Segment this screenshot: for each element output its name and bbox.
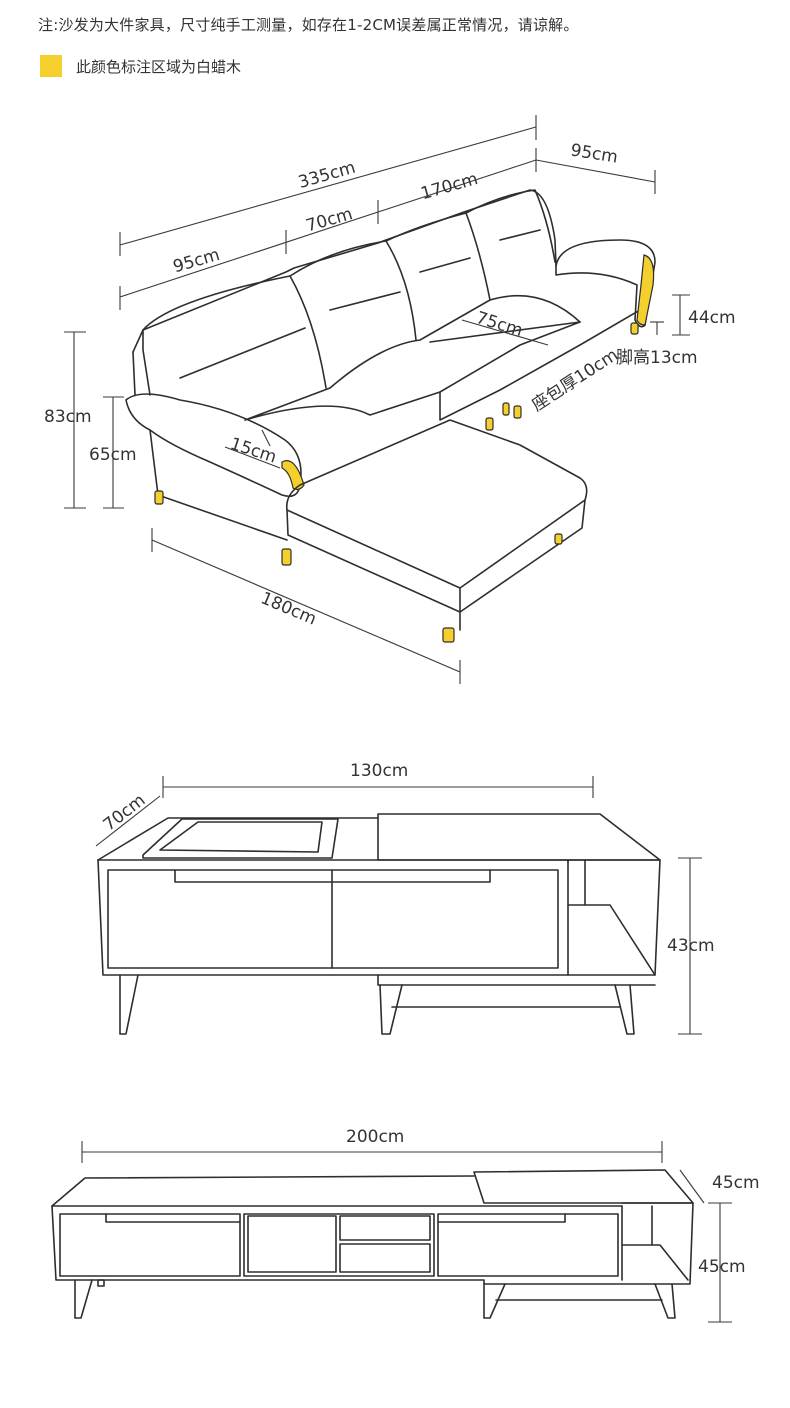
- label-stand-height: 45cm: [698, 1257, 746, 1277]
- label-table-height: 43cm: [667, 936, 715, 956]
- label-right-section: 170cm: [419, 169, 481, 204]
- label-left-width: 95cm: [171, 245, 222, 277]
- label-table-depth: 70cm: [100, 790, 150, 835]
- coffee-table-drawing: 130cm 70cm 43cm: [95, 761, 715, 1035]
- wood-legend: 此颜色标注区域为白蜡木: [40, 55, 241, 77]
- label-total-height: 83cm: [44, 407, 92, 427]
- measurement-note: 注:沙发为大件家具，尺寸纯手工测量，如存在1-2CM误差属正常情况，请谅解。: [38, 16, 579, 34]
- label-seat-height: 44cm: [688, 308, 736, 328]
- label-chaise-length: 180cm: [258, 588, 320, 629]
- label-cushion-thickness: 座包厚10cm: [528, 345, 622, 415]
- label-stand-width: 200cm: [346, 1127, 404, 1147]
- sofa-drawing: 335cm 170cm 95cm 95cm 70cm 75cm 座包厚10cm …: [44, 115, 736, 684]
- tv-stand-drawing: 200cm 45cm 45cm: [51, 1127, 760, 1323]
- label-seat-depth: 75cm: [474, 308, 525, 341]
- label-arm-thickness: 15cm: [228, 434, 279, 468]
- legend-swatch: [40, 55, 62, 77]
- label-seat-width: 70cm: [304, 204, 355, 236]
- label-arm-height: 65cm: [89, 445, 137, 465]
- label-stand-depth: 45cm: [712, 1173, 760, 1193]
- legend-label: 此颜色标注区域为白蜡木: [76, 57, 242, 76]
- label-arm-width: 95cm: [569, 140, 619, 167]
- label-total-width: 335cm: [296, 158, 358, 193]
- label-leg-height: 脚高13cm: [616, 348, 698, 368]
- label-table-width: 130cm: [350, 761, 408, 781]
